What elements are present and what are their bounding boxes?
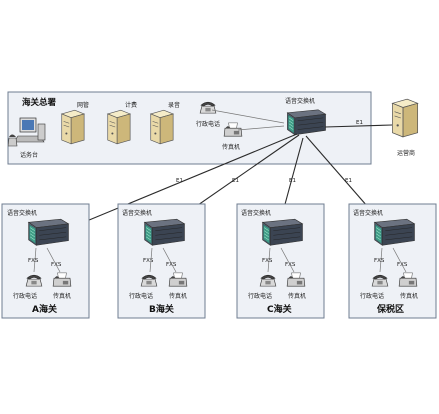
hq-fax-label: 传真机	[222, 143, 240, 151]
branch-b-phone-label: 行政电话	[129, 292, 153, 300]
hq-title: 海关总署	[22, 97, 57, 108]
branch-d-port-1: FXS	[374, 258, 385, 264]
branch-c-phone-icon	[259, 274, 277, 287]
branch-d-name: 保税区	[376, 303, 404, 315]
branch-a-name: A海关	[32, 303, 57, 315]
server-recording: 录音	[150, 101, 180, 145]
e1-label-c: E1	[289, 178, 296, 184]
branch-a-switch-label: 语音交换机	[7, 209, 37, 217]
server-label-network: 网管	[77, 101, 89, 109]
server-network-management: 网管	[61, 101, 89, 145]
branch-c-name: C海关	[267, 303, 292, 315]
e1-label-d: E1	[345, 178, 352, 184]
e1-label-operator: E1	[356, 120, 363, 126]
operator-label: 运营商	[397, 149, 415, 157]
branch-b-name: B海关	[149, 303, 174, 315]
hq-switch-label: 语音交换机	[285, 97, 315, 105]
branch-d-fax-label: 传真机	[400, 292, 418, 300]
e1-label-a: E1	[176, 178, 183, 184]
branch-a-phone-icon	[25, 274, 43, 287]
branch-b-fax-label: 传真机	[169, 292, 187, 300]
e1-label-b: E1	[232, 178, 239, 184]
branch-b-port-2: FXS	[166, 262, 177, 268]
branch-d-voice-switch	[374, 218, 415, 246]
hq-voice-switch	[287, 109, 326, 136]
branch-a-port-1: FXS	[28, 258, 39, 264]
server-label-billing: 计费	[125, 101, 137, 109]
branch-a: 语音交换机 FXS FXS 行政电话 传真机 A海关	[1, 203, 90, 319]
branch-b-port-1: FXS	[143, 258, 154, 264]
branch-b-voice-switch	[144, 218, 185, 246]
branch-a-voice-switch	[28, 218, 69, 246]
operator-server: 运营商	[391, 98, 419, 157]
hq-phone-label: 行政电话	[196, 120, 220, 128]
console-label: 话务台	[20, 151, 38, 159]
branch-c: 语音交换机 FXS FXS 行政电话 传真机 C海关	[236, 203, 325, 319]
branch-b-phone-icon	[140, 274, 158, 287]
branch-b: 语音交换机 FXS FXS 行政电话 传真机 B海关	[117, 203, 206, 319]
branch-b-switch-label: 语音交换机	[122, 209, 152, 217]
branch-c-switch-label: 语音交换机	[241, 209, 271, 217]
hq-fax: 传真机	[222, 122, 243, 151]
branch-d-switch-label: 语音交换机	[353, 209, 383, 217]
branch-a-phone-label: 行政电话	[13, 292, 37, 300]
operator-console: 话务台	[8, 117, 46, 159]
branch-c-fax-label: 传真机	[288, 292, 306, 300]
branch-c-phone-label: 行政电话	[248, 292, 272, 300]
branch-bonded-zone: 语音交换机 FXS FXS 行政电话 传真机 保税区	[348, 203, 437, 319]
branch-c-port-1: FXS	[262, 258, 273, 264]
branch-a-fax-label: 传真机	[53, 292, 71, 300]
branch-d-phone-icon	[371, 274, 389, 287]
server-label-recording: 录音	[168, 101, 180, 109]
hq-phone: 行政电话	[196, 101, 220, 128]
server-billing: 计费	[107, 101, 137, 145]
branch-c-voice-switch	[262, 218, 303, 246]
branch-d-phone-label: 行政电话	[360, 292, 384, 300]
